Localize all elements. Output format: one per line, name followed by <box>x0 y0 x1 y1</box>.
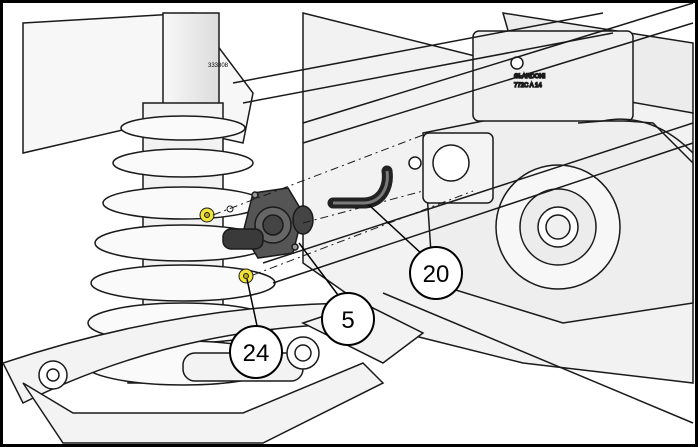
callout-24-label: 24 <box>243 340 270 367</box>
alignment-lines <box>212 134 474 276</box>
sensor-part <box>222 187 314 259</box>
callout-20: 20 <box>409 246 463 300</box>
callout-5: 5 <box>321 292 375 346</box>
model-text: 772C A 14 <box>514 83 542 89</box>
part-code-label: 333808 <box>208 63 229 69</box>
brand-text: GLARDONI <box>514 74 546 80</box>
bolts <box>199 205 254 284</box>
exploded-view-illustration: GLARDONI 772C A 14 333808 <box>3 3 694 444</box>
callout-20-label: 20 <box>423 261 450 288</box>
callout-5-label: 5 <box>341 307 354 334</box>
callout-24: 24 <box>229 325 283 379</box>
frame-tubes <box>232 3 694 424</box>
